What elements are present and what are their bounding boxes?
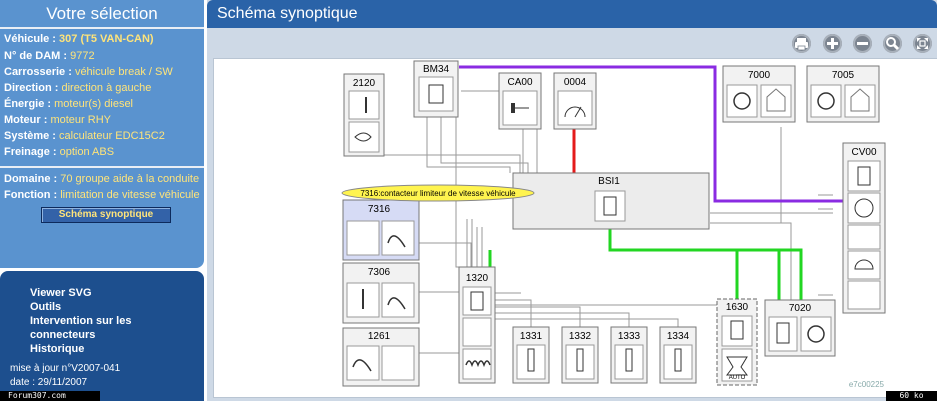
component-0004[interactable]: 0004	[553, 72, 597, 130]
component-1320[interactable]: 1320	[458, 266, 496, 384]
freinage-row: Freinage : option ABS	[4, 146, 114, 158]
sidebar: Votre sélection Véhicule : 307 (T5 VAN-C…	[0, 0, 204, 401]
zoom-out-icon[interactable]	[853, 34, 872, 53]
diagram-reference: e7c00225	[849, 380, 885, 389]
fonction-value: limitation de vitesse véhicule	[60, 189, 200, 201]
systeme-label: Système :	[4, 130, 56, 142]
component-ca00[interactable]: CA00	[498, 72, 542, 130]
main-panel: Schéma synoptique	[207, 0, 937, 401]
component-1261[interactable]: 1261	[342, 327, 420, 387]
freinage-value: option ABS	[59, 146, 115, 158]
zoom-in-icon[interactable]	[823, 34, 842, 53]
fonction-label: Fonction :	[4, 189, 58, 201]
label-7000: 7000	[748, 70, 771, 81]
divider	[0, 166, 204, 168]
systeme-row: Système : calculateur EDC15C2	[4, 130, 165, 142]
menu-intervention[interactable]: Intervention sur les	[30, 315, 132, 327]
component-7316[interactable]: 7316	[342, 199, 420, 261]
moteur-value: moteur RHY	[50, 114, 111, 126]
component-1331[interactable]: 1331	[512, 326, 550, 384]
update-info: mise à jour n°V2007-041	[10, 363, 121, 374]
component-tooltip: 7316:contacteur limiteur de vitesse véhi…	[341, 184, 535, 202]
label-1333: 1333	[618, 331, 641, 342]
component-7020[interactable]: 7020	[764, 299, 836, 357]
fullscreen-icon[interactable]	[913, 34, 932, 53]
menu-viewer-svg[interactable]: Viewer SVG	[30, 287, 92, 299]
synoptic-diagram: 2120 BM34 CA00	[341, 60, 886, 389]
dam-label: N° de DAM :	[4, 50, 68, 62]
moteur-label: Moteur :	[4, 114, 48, 126]
component-7000[interactable]: 7000	[722, 65, 796, 123]
component-cv00[interactable]: CV00	[842, 142, 886, 314]
label-7005: 7005	[832, 70, 855, 81]
freinage-label: Freinage :	[4, 146, 57, 158]
label-1332: 1332	[569, 331, 592, 342]
component-bm34[interactable]: BM34	[413, 60, 459, 118]
component-2120[interactable]: 2120	[343, 73, 385, 157]
menu-outils[interactable]: Outils	[30, 301, 62, 313]
component-1332[interactable]: 1332	[561, 326, 599, 384]
page-title: Schéma synoptique	[207, 0, 937, 28]
selection-panel: Votre sélection Véhicule : 307 (T5 VAN-C…	[0, 0, 204, 268]
search-icon[interactable]	[883, 34, 902, 53]
label-1331: 1331	[520, 331, 543, 342]
carrosserie-label: Carrosserie :	[4, 66, 72, 78]
label-bsi1: BSI1	[598, 176, 620, 187]
component-7306[interactable]: 7306	[342, 262, 420, 324]
dam-value: 9772	[70, 50, 95, 62]
label-cv00: CV00	[851, 147, 876, 158]
vehicle-label: Véhicule :	[4, 33, 56, 45]
direction-value: direction à gauche	[61, 82, 152, 94]
menu-connecteurs[interactable]: connecteurs	[30, 329, 96, 341]
component-1333[interactable]: 1333	[610, 326, 648, 384]
date-info: date : 29/11/2007	[10, 377, 88, 388]
vehicle-row: Véhicule : 307 (T5 VAN-CAN)	[4, 33, 154, 45]
label-1630: 1630	[726, 302, 749, 313]
menu-historique[interactable]: Historique	[30, 343, 85, 355]
schema-synoptique-button[interactable]: Schéma synoptique	[41, 207, 171, 223]
can-engine-line	[608, 229, 803, 300]
carrosserie-value: véhicule break / SW	[74, 66, 173, 78]
component-7005[interactable]: 7005	[806, 65, 880, 123]
label-7316: 7316	[368, 204, 391, 215]
label-2120: 2120	[353, 78, 376, 89]
tooltip-text: 7316:contacteur limiteur de vitesse véhi…	[360, 189, 516, 198]
menu-panel: Viewer SVG Outils Intervention sur les c…	[0, 271, 204, 401]
selection-title: Votre sélection	[0, 0, 204, 29]
forum-watermark: Forum307.com	[0, 391, 100, 401]
component-1334[interactable]: 1334	[659, 326, 697, 384]
label-7020: 7020	[789, 303, 812, 314]
label-0004: 0004	[564, 77, 587, 88]
diagram-canvas: 2120 BM34 CA00	[213, 58, 937, 398]
domaine-row: Domaine : 70 groupe aide à la conduite	[4, 173, 199, 185]
energie-value: moteur(s) diesel	[54, 98, 133, 110]
direction-row: Direction : direction à gauche	[4, 82, 151, 94]
label-1261: 1261	[368, 331, 391, 342]
printer-icon[interactable]	[792, 34, 811, 53]
direction-label: Direction :	[4, 82, 59, 94]
size-indicator: 60 ko	[886, 391, 937, 401]
systeme-value: calculateur EDC15C2	[59, 130, 165, 142]
label-1320: 1320	[466, 273, 489, 284]
carrosserie-row: Carrosserie : véhicule break / SW	[4, 66, 173, 78]
fonction-row: Fonction : limitation de vitesse véhicul…	[4, 189, 200, 201]
vehicle-value: 307 (T5 VAN-CAN)	[59, 33, 154, 45]
label-7306: 7306	[368, 267, 391, 278]
auto-label: AUTO	[729, 375, 746, 381]
moteur-row: Moteur : moteur RHY	[4, 114, 111, 126]
label-bm34: BM34	[423, 64, 450, 75]
label-1334: 1334	[667, 331, 690, 342]
energie-label: Énergie :	[4, 98, 52, 110]
component-bsi1[interactable]: BSI1	[512, 172, 710, 230]
domaine-value: 70 groupe aide à la conduite	[60, 173, 200, 185]
can-vehicle-line	[459, 65, 843, 203]
component-1630[interactable]: 1630 AUTO	[716, 298, 758, 386]
dam-row: N° de DAM : 9772	[4, 50, 95, 62]
label-ca00: CA00	[507, 77, 532, 88]
energie-row: Énergie : moteur(s) diesel	[4, 98, 133, 110]
domaine-label: Domaine :	[4, 173, 58, 185]
